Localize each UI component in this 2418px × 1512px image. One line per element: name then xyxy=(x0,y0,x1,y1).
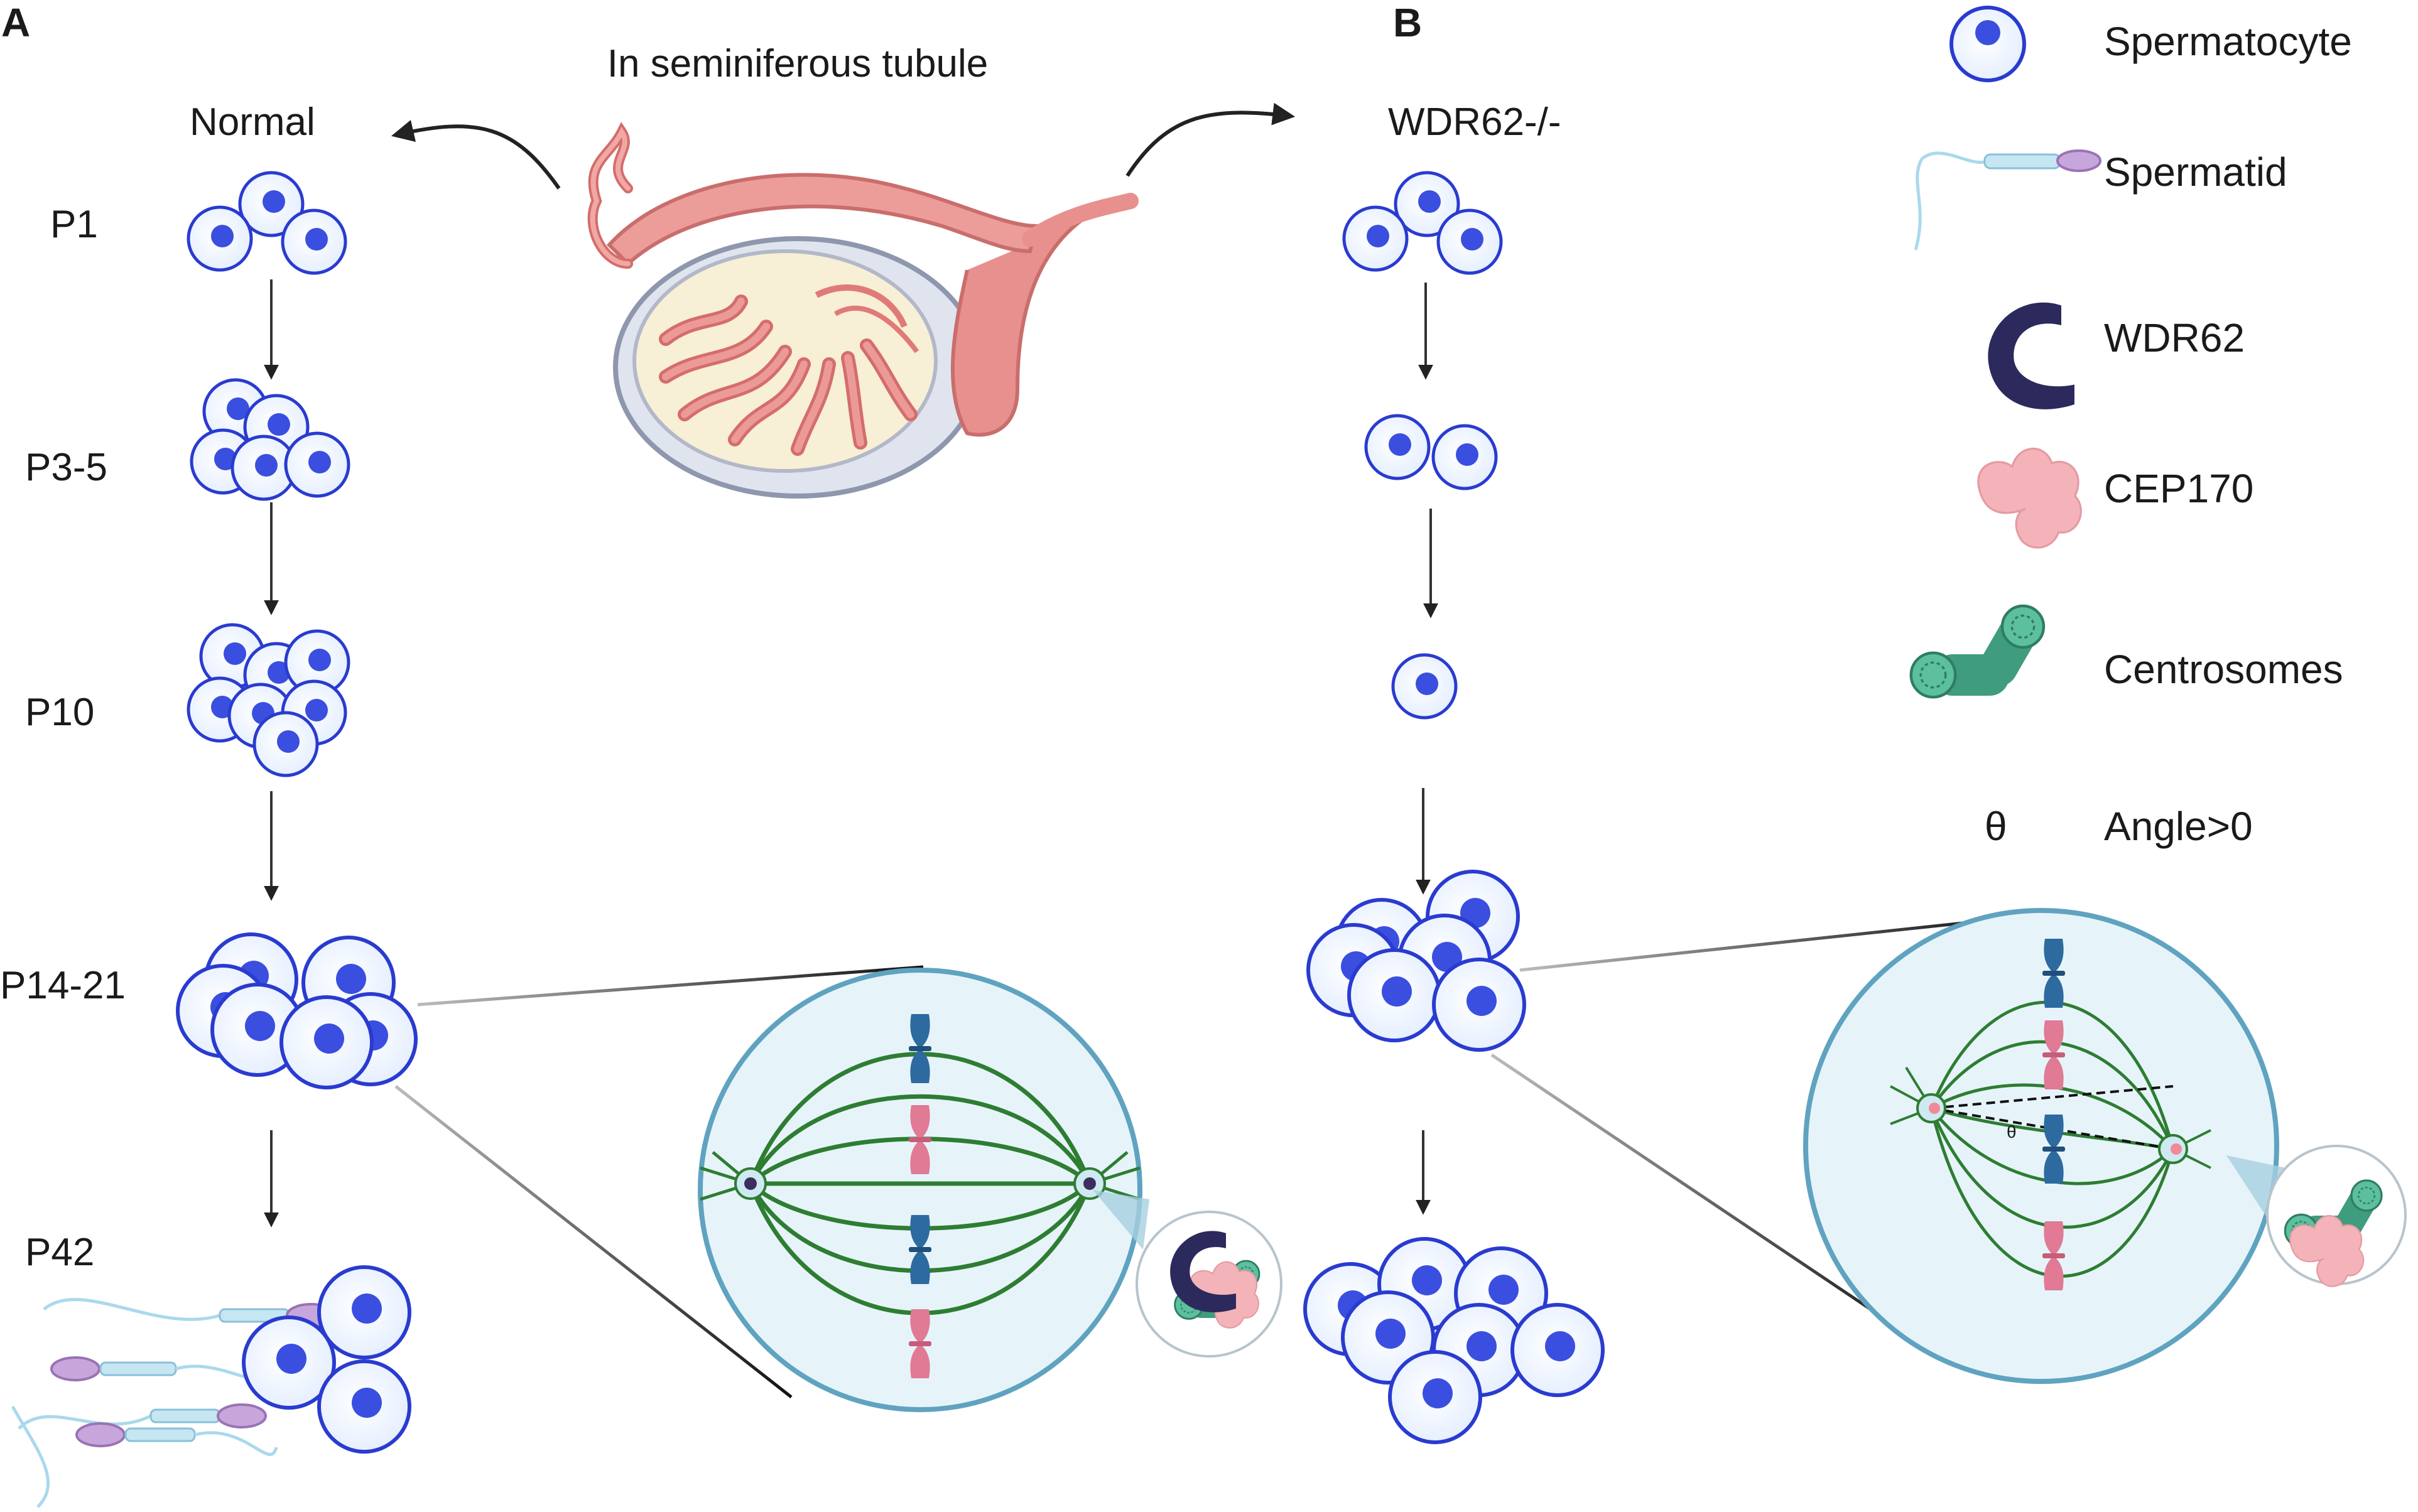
legend-label-cep170: CEP170 xyxy=(2104,466,2253,511)
cells-p1 xyxy=(188,173,345,273)
spermatids-p42 xyxy=(11,1298,336,1508)
ko-cells-stage3 xyxy=(1393,655,1456,718)
zoom-line-a-top xyxy=(417,965,924,1007)
panel-a-letter: A xyxy=(1,0,30,45)
arrow-to-normal xyxy=(391,119,561,190)
theta-icon: θ xyxy=(1985,804,2007,849)
legend-label-wdr62: WDR62 xyxy=(2104,315,2245,360)
ko-cells-stage1 xyxy=(1344,173,1501,273)
normal-label: Normal xyxy=(190,100,315,144)
knockout-label: WDR62-/- xyxy=(1388,100,1561,144)
legend-item-cep170: CEP170 xyxy=(1977,447,2253,549)
theta-in-spindle: θ xyxy=(2007,1122,2017,1142)
legend-label-centrosomes: Centrosomes xyxy=(2104,647,2343,692)
legend-item-angle: θ Angle>0 xyxy=(1985,804,2253,849)
legend-label-spermatocyte: Spermatocyte xyxy=(2104,19,2352,64)
stage-label-p1: P1 xyxy=(50,203,98,246)
zoom-line-b-bottom xyxy=(1490,1053,1933,1352)
zoom-line-b-top xyxy=(1519,915,2023,972)
legend-label-angle: Angle>0 xyxy=(2104,804,2253,849)
legend-item-wdr62: WDR62 xyxy=(1988,302,2245,409)
zoom-line-a-bottom xyxy=(394,1085,793,1398)
ko-cells-stage5 xyxy=(1305,1239,1603,1442)
arrow-to-knockout xyxy=(1125,102,1296,177)
cells-p14-21 xyxy=(178,934,416,1088)
stage-label-p14-21: P14-21 xyxy=(0,964,126,1007)
cells-p10 xyxy=(188,625,349,775)
spermatocyte-icon xyxy=(1949,6,2026,82)
ko-cells-stage4 xyxy=(1308,872,1524,1050)
centrosome-icon xyxy=(1911,606,2044,697)
cep170-icon xyxy=(1977,447,2082,549)
legend-item-centrosomes: Centrosomes xyxy=(1911,606,2343,697)
spindle-normal xyxy=(698,968,1142,1412)
cells-p3-5 xyxy=(192,380,349,499)
stage-label-p10: P10 xyxy=(25,691,94,734)
stage-label-p42: P42 xyxy=(25,1231,94,1274)
spindle-knockout: θ xyxy=(1803,908,2279,1384)
ko-cells-stage2 xyxy=(1366,416,1496,489)
legend-item-spermatid: Spermatid xyxy=(1914,149,2287,251)
location-label: In seminiferous tubule xyxy=(607,42,989,85)
legend-label-spermatid: Spermatid xyxy=(2104,149,2287,195)
panel-b-letter: B xyxy=(1393,0,1422,45)
stage-label-p3-5: P3-5 xyxy=(25,446,107,489)
spermatid-icon xyxy=(1914,149,2101,251)
wdr62-icon xyxy=(1988,302,2074,409)
testis-illustration xyxy=(587,122,1139,499)
cells-p42 xyxy=(244,1267,409,1452)
legend: Spermatocyte Spermatid WDR62 CEP170 xyxy=(1911,6,2352,849)
inset-wdr62-cep170-normal xyxy=(1093,1190,1282,1358)
inset-cep170-centrosome-knockout xyxy=(2226,1145,2407,1287)
legend-item-spermatocyte: Spermatocyte xyxy=(1949,6,2352,82)
